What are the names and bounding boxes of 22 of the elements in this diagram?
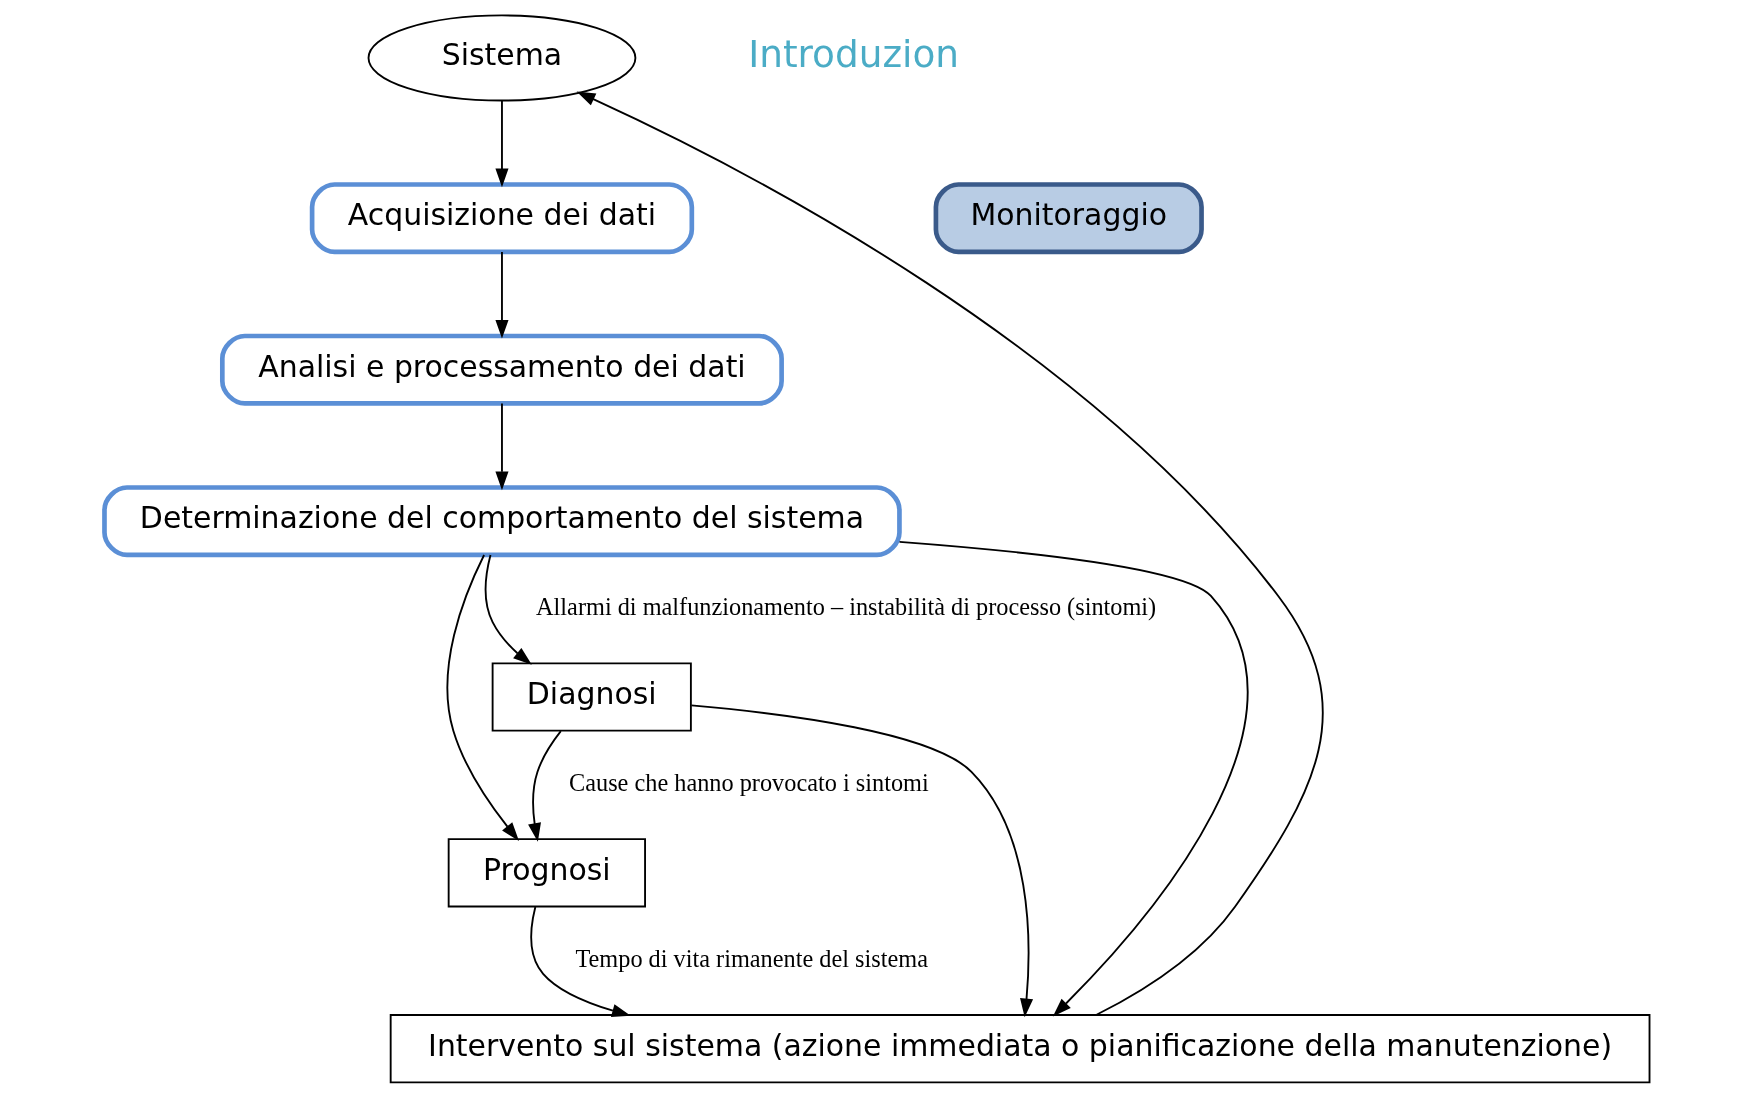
node-box: Determinazione del comportamento del sistema: [101, 485, 902, 558]
arrow: [576, 91, 1323, 1016]
label: Introduzion: [747, 32, 959, 77]
node-box: Monitoraggio: [933, 182, 1204, 255]
edge-label: Allarmi di malfunzionamento – instabilità di processo (sintomi): [535, 593, 1156, 621]
arrow: [898, 540, 1248, 1017]
arrow: [529, 906, 631, 1017]
arrow: [689, 704, 1033, 1018]
node-box: Prognosi: [447, 838, 646, 908]
node-ellipse: Sistema: [367, 14, 636, 102]
arrow: [494, 100, 508, 188]
arrow: [494, 402, 508, 491]
edge-label: Cause che hanno provocato i sintomi: [568, 769, 929, 797]
node-box: Diagnosi: [491, 662, 692, 732]
node-box: Intervento sul sistema (azione immediata o pianificazione della manutenzione): [389, 1014, 1650, 1084]
arrow: [484, 554, 532, 665]
node-box: Analisi e processamento dei dati: [219, 333, 784, 406]
edge-label: Tempo di vita rimanente del sistema: [574, 945, 928, 973]
node-box: Acquisizione dei dati: [309, 182, 694, 255]
arrow: [527, 730, 562, 842]
arrow: [445, 554, 519, 841]
arrow: [494, 251, 508, 339]
